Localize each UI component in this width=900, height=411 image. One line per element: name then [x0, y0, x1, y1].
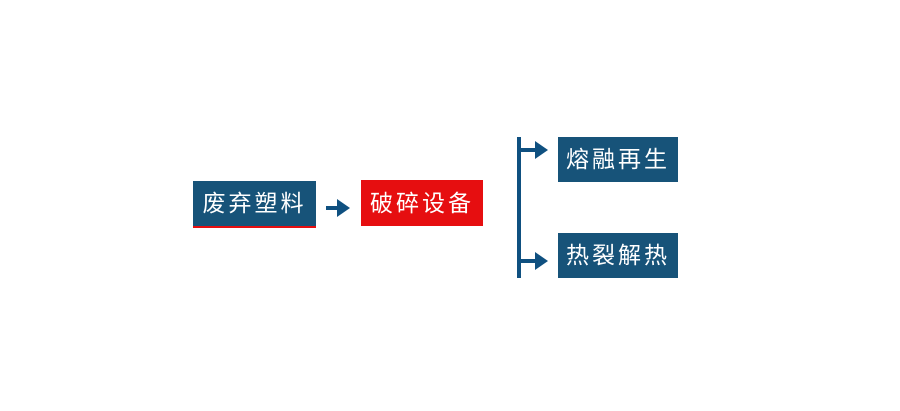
arrow-shaft: [519, 259, 535, 263]
node-crushing-equipment: 破碎设备: [361, 180, 483, 226]
node-pyrolysis-heat-label: 热裂解热: [566, 242, 670, 268]
node-pyrolysis-heat: 热裂解热: [558, 233, 678, 278]
node-melt-regeneration-label: 熔融再生: [566, 146, 670, 172]
arrow-right-icon: [326, 199, 350, 217]
branch-arrow-bottom-icon: [519, 252, 548, 270]
arrow-head: [337, 199, 350, 217]
branch-vertical-line: [517, 137, 521, 278]
node-melt-regeneration: 熔融再生: [558, 137, 678, 182]
node-waste-plastic: 废弃塑料: [193, 181, 316, 228]
arrow-shaft: [519, 148, 535, 152]
arrow-head: [535, 141, 548, 159]
branch-arrow-top-icon: [519, 141, 548, 159]
arrow-head: [535, 252, 548, 270]
node-crushing-equipment-label: 破碎设备: [370, 189, 474, 216]
node-waste-plastic-label: 废弃塑料: [202, 190, 307, 216]
arrow-shaft: [326, 206, 337, 210]
